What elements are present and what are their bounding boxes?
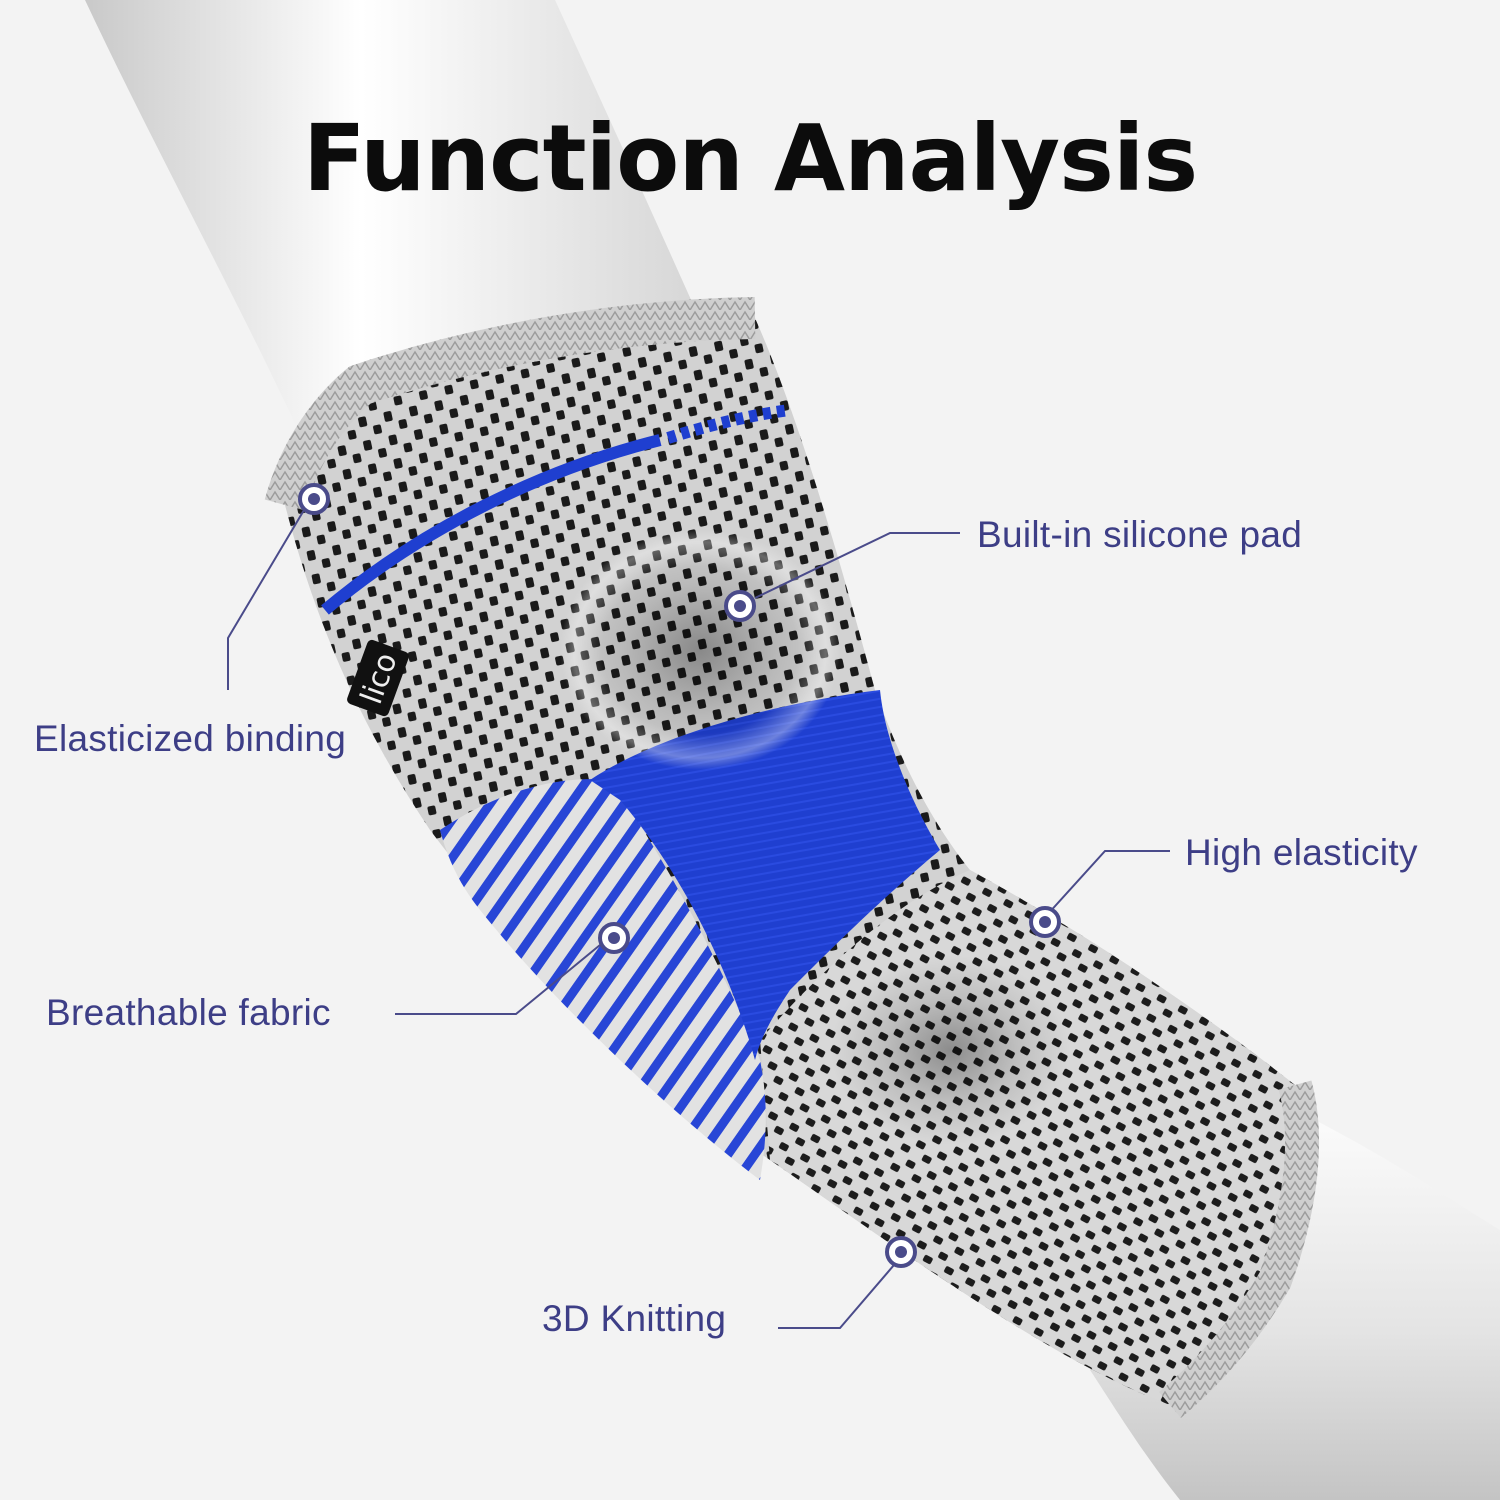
callout-3d-knitting: 3D Knitting	[542, 1298, 727, 1339]
marker-breathable-fabric	[598, 922, 630, 954]
leader-3d-knitting	[778, 1257, 901, 1329]
blue-stripe	[321, 434, 662, 615]
marker-high-elasticity	[1029, 906, 1061, 938]
callout-markers	[298, 483, 1061, 1268]
callout-high-elasticity: High elasticity	[1185, 832, 1418, 873]
elasticized-bottom-hem	[1159, 1080, 1320, 1419]
leader-lines	[227, 504, 1170, 1329]
callout-silicone-pad: Built-in silicone pad	[977, 514, 1303, 555]
leader-breathable-fabric	[395, 944, 601, 1015]
page-title: Function Analysis	[302, 105, 1198, 212]
marker-silicone-pad	[724, 590, 756, 622]
blue-elbow-panel	[590, 690, 940, 1060]
callout-elasticized-binding: Elasticized binding	[34, 718, 347, 759]
leader-silicone-pad	[754, 532, 960, 599]
marker-3d-knitting	[885, 1236, 917, 1268]
marker-elasticized-binding	[298, 483, 330, 515]
elasticized-top-hem	[264, 297, 756, 511]
leader-high-elasticity	[1046, 850, 1170, 916]
leader-elasticized-binding	[227, 504, 308, 690]
callout-breathable-fabric: Breathable fabric	[46, 992, 331, 1033]
breathable-panel	[440, 779, 766, 1180]
silicone-pad-lower	[830, 955, 1070, 1145]
